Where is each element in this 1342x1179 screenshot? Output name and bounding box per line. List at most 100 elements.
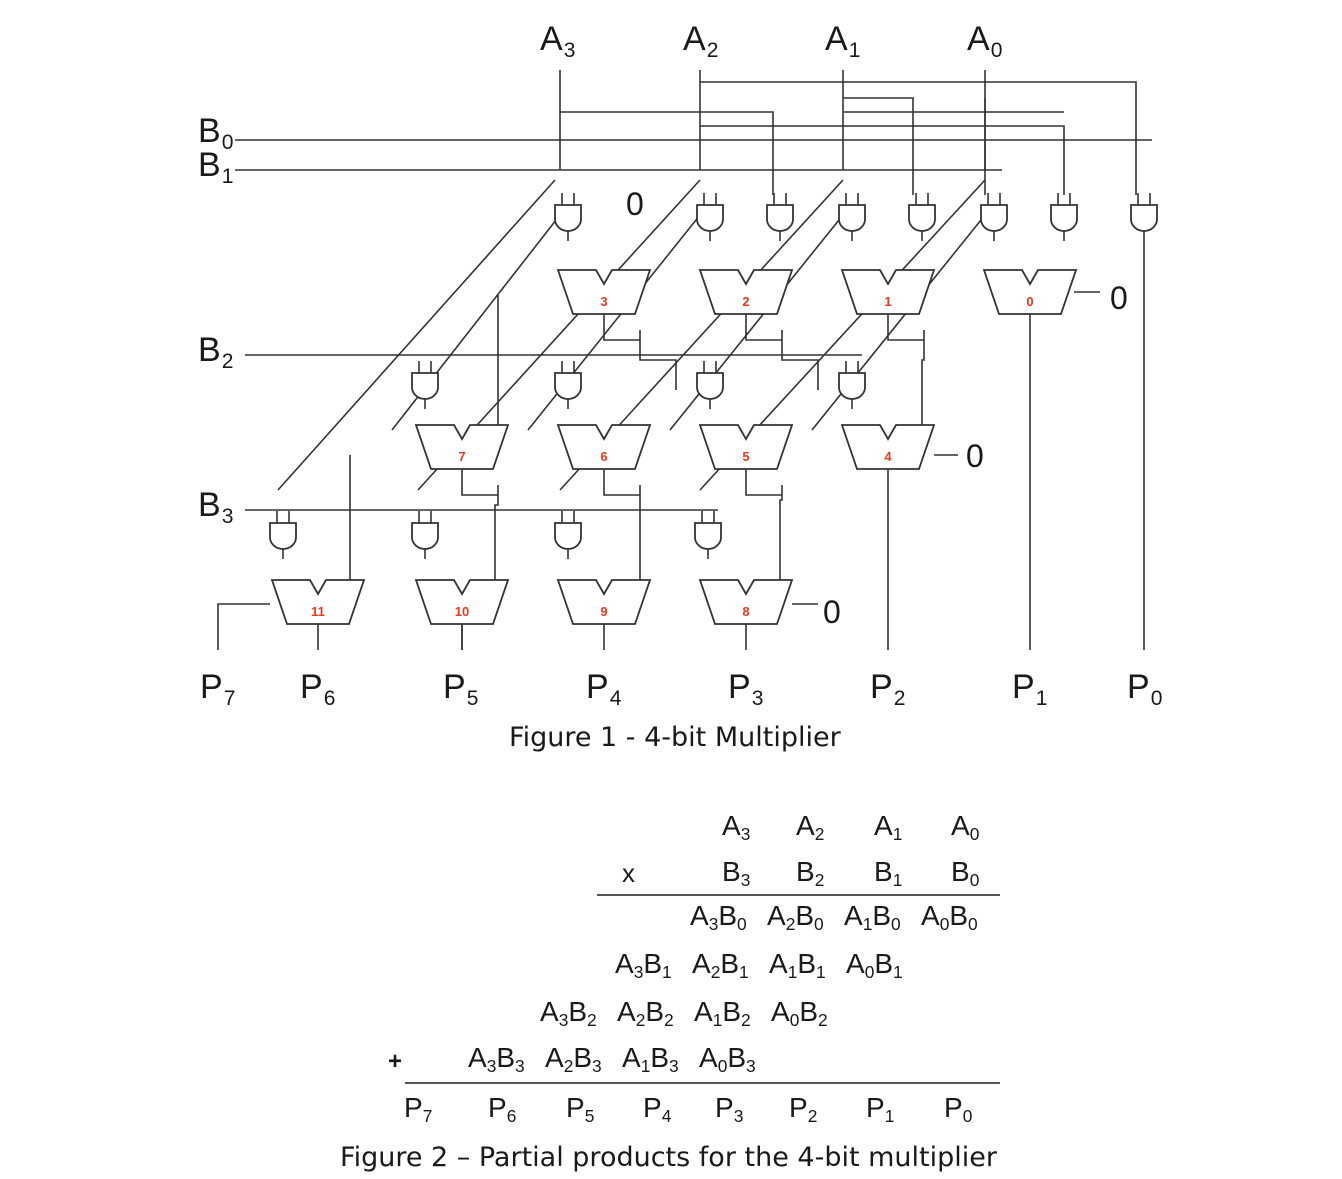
partial-product-term: A3B2 (540, 996, 597, 1031)
output-p5-label: P5 (443, 668, 479, 710)
full-adder (698, 424, 794, 470)
adder-number: 1 (884, 294, 891, 309)
full-adder (698, 269, 794, 315)
wire (781, 330, 819, 390)
diagonal-wire (669, 214, 844, 431)
full-adder (982, 269, 1078, 315)
wire (921, 330, 925, 425)
full-adder (414, 579, 510, 625)
output-p2-label: P2 (870, 668, 906, 710)
wire (639, 330, 677, 390)
full-adder (556, 269, 652, 315)
and-gate (411, 522, 439, 550)
wire (603, 468, 640, 496)
multiplier-b0: B0 (951, 856, 980, 891)
product-p3: P3 (715, 1092, 744, 1127)
partial-product-term: A2B2 (617, 996, 674, 1031)
partial-product-term: A3B0 (690, 900, 747, 935)
wire (603, 314, 640, 341)
full-adder (840, 424, 936, 470)
multiplicand-a2: A2 (796, 810, 825, 845)
full-adder (556, 424, 652, 470)
input-a2-label: A2 (683, 20, 719, 62)
wire (887, 314, 924, 341)
adder-number: 5 (742, 449, 749, 464)
and-gate (838, 204, 866, 232)
wire (461, 468, 498, 496)
output-p3-label: P3 (728, 668, 764, 710)
wire (700, 81, 1137, 195)
product-p4: P4 (643, 1092, 672, 1127)
full-adder (270, 579, 366, 625)
zero-input-row3: 0 (823, 594, 841, 630)
wires (217, 70, 1152, 650)
input-a0-label: A0 (967, 20, 1003, 62)
partial-product-term: A1B1 (769, 948, 826, 983)
full-adder (414, 424, 510, 470)
multiplicand-a1: A1 (874, 810, 903, 845)
and-gate (554, 204, 582, 232)
and-gate (838, 372, 866, 400)
zero-input-top: 0 (626, 186, 644, 222)
adder-number: 8 (742, 604, 749, 619)
adder-number: 0 (1026, 294, 1033, 309)
partial-product-term: A2B1 (692, 948, 749, 983)
partial-product-term: A0B2 (771, 996, 828, 1031)
full-adder (698, 579, 794, 625)
wire (700, 125, 1065, 195)
partial-product-term: A3B3 (468, 1042, 525, 1077)
output-p0-label: P0 (1127, 668, 1163, 710)
wire (779, 485, 783, 580)
product-p5: P5 (566, 1092, 595, 1127)
multiplier-b1: B1 (874, 856, 903, 891)
multiplicand-a0: A0 (951, 810, 980, 845)
and-gate (1050, 204, 1078, 232)
partial-product-term: A0B3 (699, 1042, 756, 1077)
wire (560, 111, 774, 195)
and-gate (908, 204, 936, 232)
multiplicand-a3: A3 (722, 810, 751, 845)
output-p6-label: P6 (300, 668, 336, 710)
input-b3-label: B3 (198, 486, 234, 528)
multiplier-b3: B3 (722, 856, 751, 891)
adder-number: 3 (600, 294, 607, 309)
and-gate (554, 372, 582, 400)
product-p1: P1 (866, 1092, 895, 1127)
product-p6: P6 (488, 1092, 517, 1127)
diagonal-wire (811, 214, 986, 431)
zero-input-row1: 0 (1110, 280, 1128, 316)
adder-number: 9 (600, 604, 607, 619)
times-sign: x (622, 858, 635, 888)
adder-number: 11 (311, 604, 325, 619)
zero-input-row2: 0 (966, 438, 984, 474)
output-p4-label: P4 (586, 668, 622, 710)
full-adder (556, 579, 652, 625)
input-b1-label: B1 (198, 146, 234, 188)
wire (843, 97, 914, 195)
partial-product-term: A1B3 (622, 1042, 679, 1077)
and-gates (269, 204, 1158, 550)
input-a3-label: A3 (540, 20, 576, 62)
diagonal-wire (277, 179, 556, 491)
partial-product-term: A0B0 (921, 900, 978, 935)
and-gate (411, 372, 439, 400)
partial-product-term: A1B0 (844, 900, 901, 935)
and-gate (1130, 204, 1158, 232)
input-b0-label: B0 (198, 112, 234, 154)
and-gate (696, 372, 724, 400)
diagonal-wire (527, 214, 701, 431)
partial-product-term: A2B0 (767, 900, 824, 935)
product-p7: P7 (404, 1092, 433, 1127)
p7-wire (217, 603, 270, 650)
adder-number: 6 (600, 449, 607, 464)
adder-number: 7 (458, 449, 465, 464)
wire (494, 485, 499, 580)
output-p1-label: P1 (1012, 668, 1048, 710)
input-a1-label: A1 (825, 20, 861, 62)
figure-2-caption: Figure 2 – Partial products for the 4-bi… (340, 1142, 997, 1173)
partial-product-term: A2B3 (545, 1042, 602, 1077)
full-adders (270, 269, 1078, 625)
and-gate (980, 204, 1008, 232)
wire (745, 468, 782, 496)
